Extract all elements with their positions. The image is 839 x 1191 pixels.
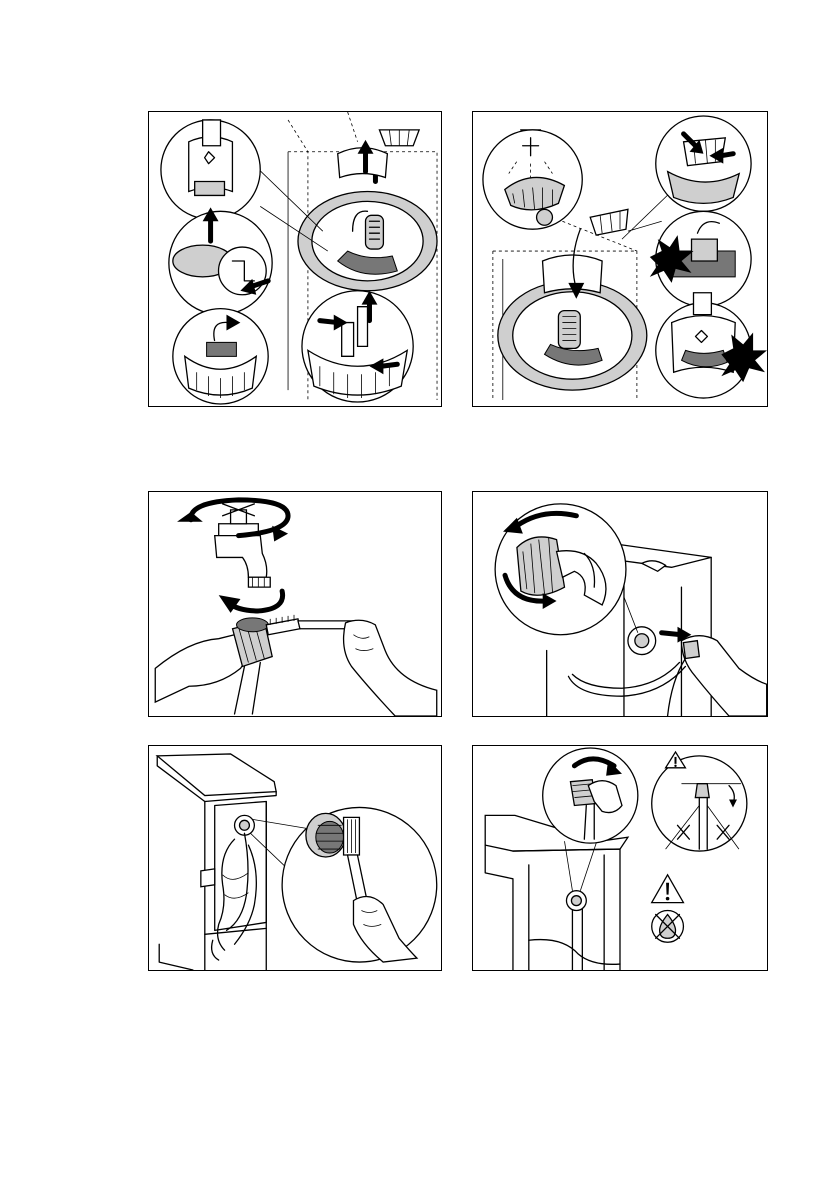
filter-basket-icon [590, 209, 628, 235]
inlet-filter-clean-illustration [149, 746, 441, 970]
hose-unscrew-illustration [473, 492, 767, 716]
hose-connector-icon [306, 813, 346, 857]
figure-inlet-filter-clean [148, 745, 442, 971]
hose-reconnect-illustration [473, 746, 767, 970]
figure-hose-reconnect [472, 745, 768, 971]
filter-rinse-illustration [473, 112, 767, 406]
figure-hose-unscrew [472, 491, 768, 717]
figure-tap-filter-clean [148, 491, 442, 717]
figure-filter-rinse-refit [472, 111, 768, 407]
no-leak-icon [652, 911, 684, 943]
tap-icon [215, 504, 271, 587]
filter-removal-illustration [149, 112, 441, 406]
tap-filter-clean-illustration [149, 492, 441, 716]
figure-filter-removal [148, 111, 442, 407]
appliance-back-icon [157, 754, 276, 970]
warning-triangle-icon [652, 875, 684, 903]
